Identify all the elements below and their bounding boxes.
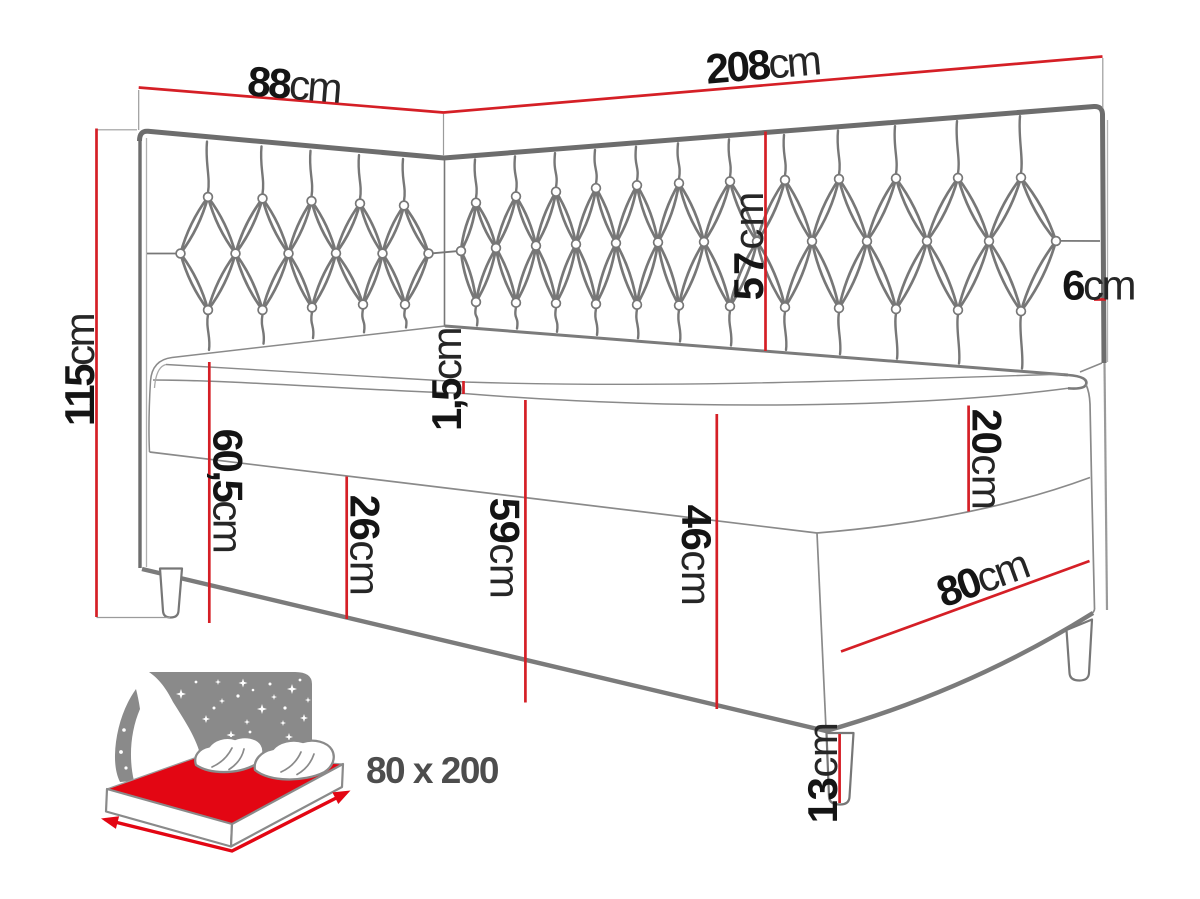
svg-text:26cm: 26cm (342, 495, 389, 596)
svg-text:60,5cm: 60,5cm (204, 429, 251, 552)
svg-text:1,5cm: 1,5cm (423, 329, 470, 431)
svg-text:115cm: 115cm (56, 314, 103, 426)
svg-text:88cm: 88cm (246, 57, 343, 111)
svg-text:208cm: 208cm (704, 36, 822, 92)
svg-text:80 x 200: 80 x 200 (366, 750, 499, 791)
svg-text:57cm: 57cm (725, 190, 772, 301)
svg-text:13cm: 13cm (799, 723, 846, 824)
svg-text:6cm: 6cm (1062, 262, 1134, 309)
svg-text:46cm: 46cm (673, 505, 720, 606)
svg-text:20cm: 20cm (964, 409, 1011, 510)
svg-text:59cm: 59cm (482, 498, 529, 599)
